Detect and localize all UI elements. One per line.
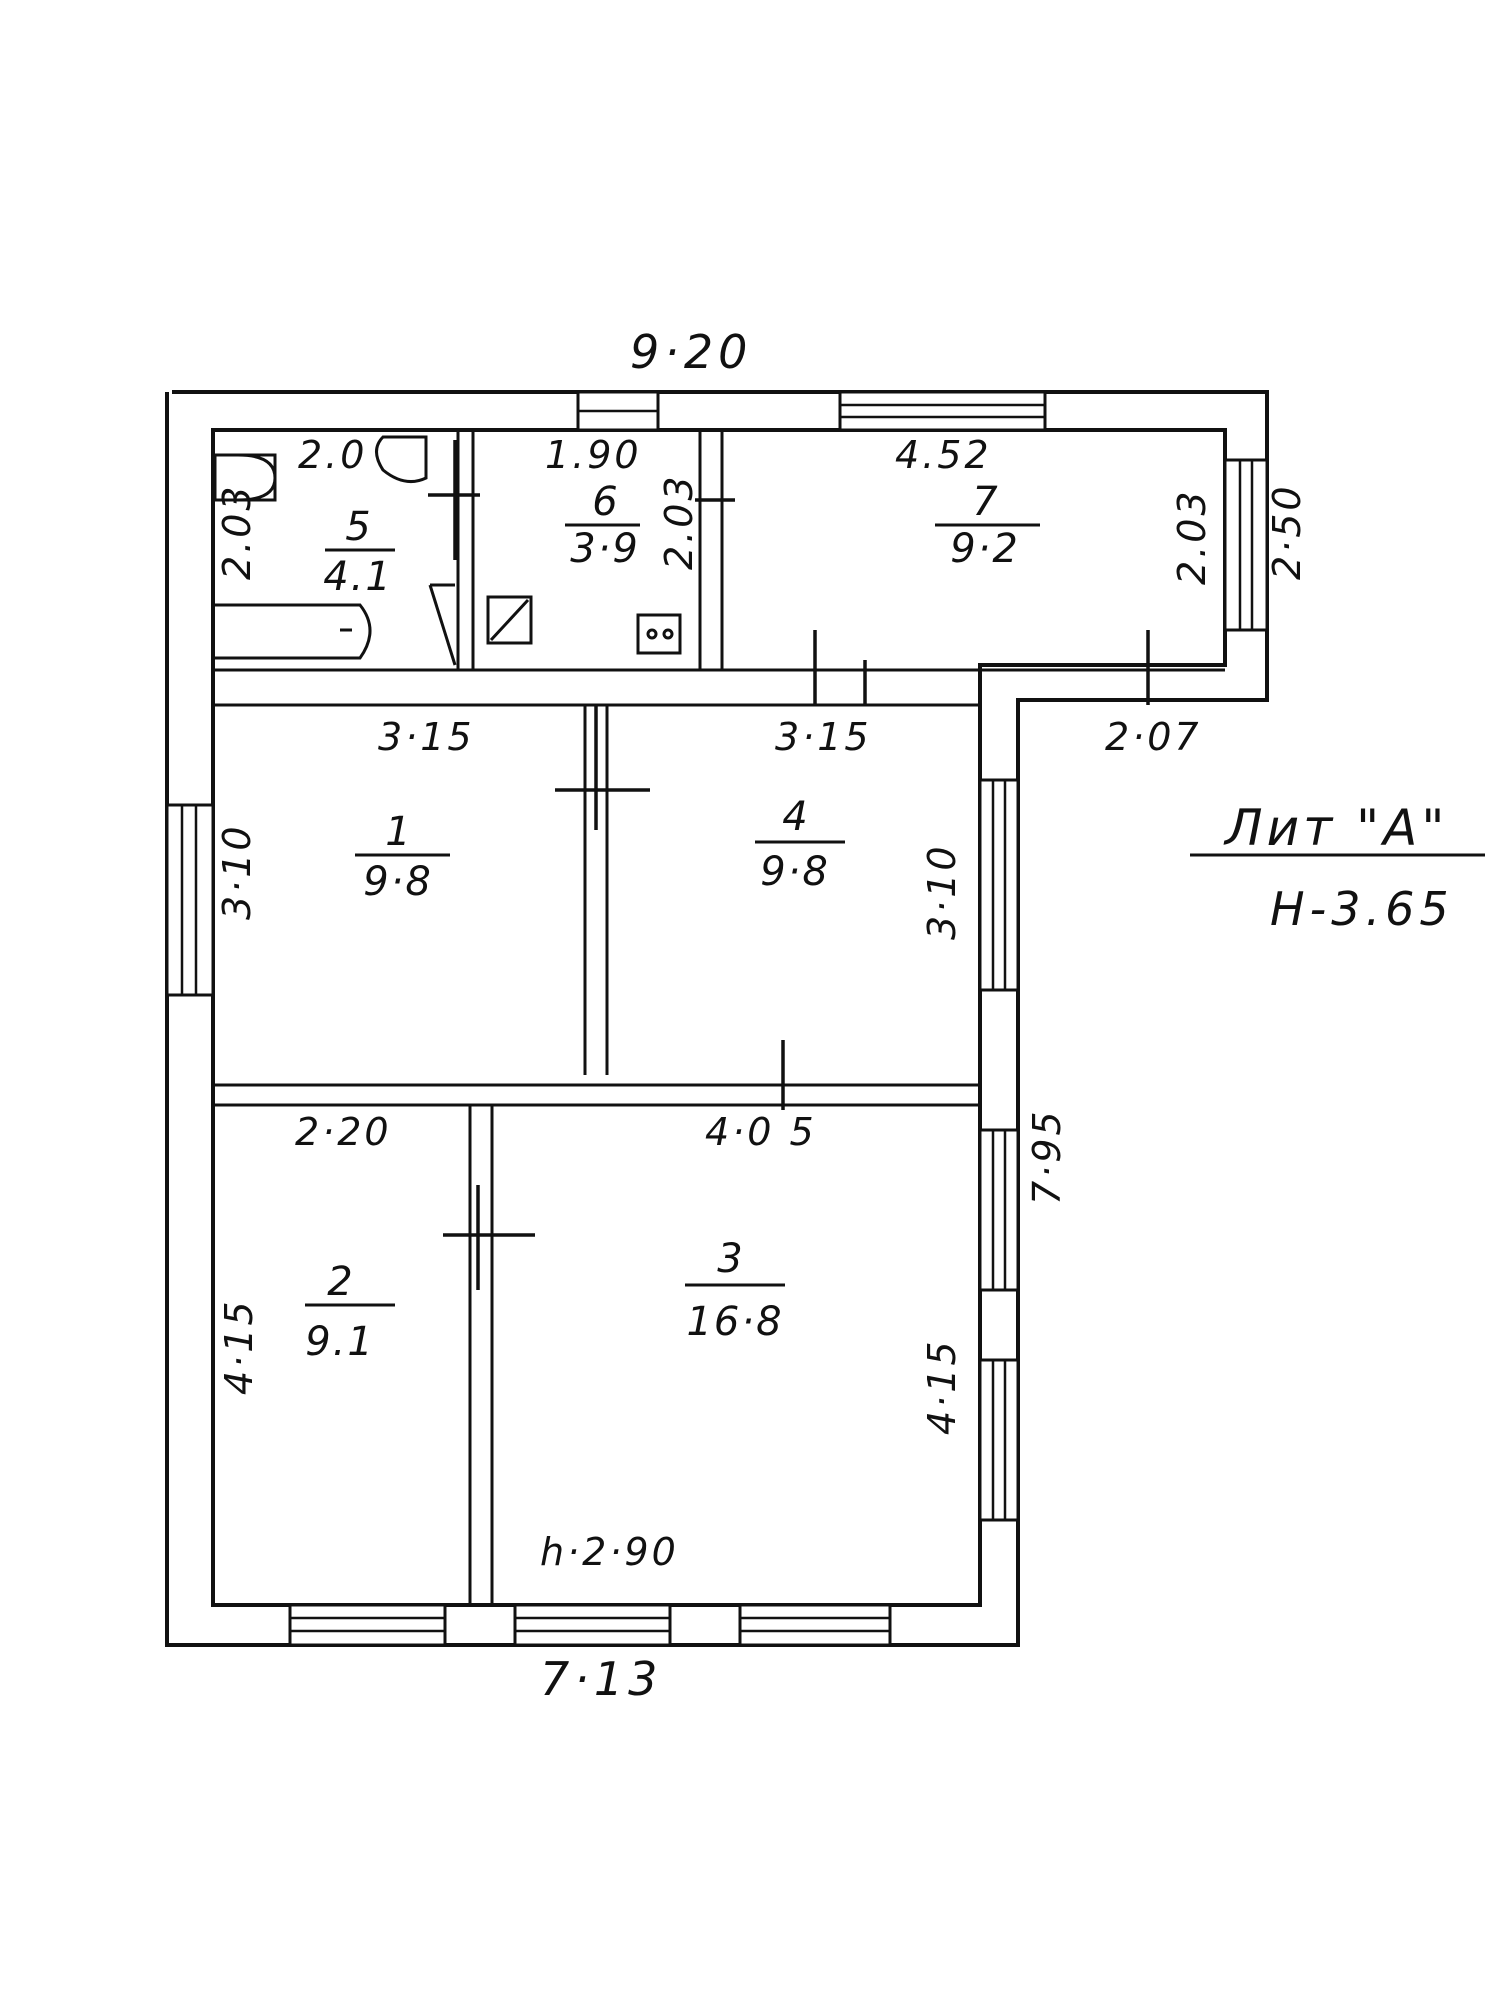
dim-r2-width: 2·20 [295, 1110, 392, 1154]
dim-r2-height: 4·15 [217, 1298, 261, 1395]
outer-walls [165, 390, 1269, 1647]
window-right-4 [978, 778, 1020, 992]
dim-r5-height: 2.03 [215, 483, 259, 580]
dim-r4-height: 3·10 [920, 843, 964, 940]
dim-r6-height: 2.03 [657, 473, 701, 570]
svg-text:6: 6 [592, 479, 617, 525]
windows [165, 390, 1269, 1647]
room-7-label: 7 9·2 [935, 479, 1040, 572]
dim-r5-width: 2.0 [298, 433, 367, 477]
window-bottom-3 [738, 1603, 892, 1647]
window-right-3a [978, 1128, 1020, 1292]
window-bottom-1 [288, 1603, 447, 1647]
overall-top-width: 9·20 [630, 325, 752, 379]
toilet-icon [375, 435, 428, 484]
dim-r1-width: 3·15 [378, 715, 475, 759]
legend-height: H-3.65 [1270, 882, 1454, 936]
room-2-label: 2 9.1 [305, 1259, 395, 1365]
doors [428, 440, 1150, 1290]
room-labels: 5 4.1 6 3·9 7 9·2 1 9·8 4 9·8 2 9.1 [305, 479, 1040, 1365]
window-right-3b [978, 1358, 1020, 1522]
legend: Лит "А" H-3.65 [1190, 799, 1485, 936]
room-3-label: 3 16·8 [685, 1236, 785, 1345]
svg-text:9·2: 9·2 [950, 526, 1020, 572]
svg-text:4: 4 [782, 794, 807, 840]
overall-dimensions: 9·20 7·13 2·50 7·95 [540, 325, 1309, 1706]
dim-r1-height: 3·10 [215, 823, 259, 920]
dim-r7-width: 4.52 [895, 433, 992, 477]
overall-bottom-width: 7·13 [540, 1652, 662, 1706]
room-4-label: 4 9·8 [755, 794, 845, 895]
boiler-icon [486, 595, 533, 645]
dim-r6-width: 1.90 [545, 433, 642, 477]
room-1-label: 1 9·8 [355, 809, 450, 905]
dim-corridor-width: 2·07 [1105, 715, 1202, 759]
room-dimensions: 2.0 2.03 1.90 2.03 4.52 2.03 3·15 3·10 3… [215, 433, 1214, 1574]
svg-text:5: 5 [345, 504, 370, 550]
room-5-label: 5 4.1 [323, 504, 395, 600]
window-right-7 [1223, 458, 1269, 632]
dim-r7-height: 2.03 [1170, 488, 1214, 585]
overall-right-height-lower: 7·95 [1025, 1108, 1069, 1205]
washbasin-icon [213, 453, 277, 502]
interior-walls [213, 430, 1225, 1605]
dim-r3-height: 4·15 [920, 1338, 964, 1435]
svg-text:3·9: 3·9 [570, 526, 640, 572]
stove-icon [636, 613, 682, 655]
ceiling-height-note: h·2·90 [540, 1530, 679, 1574]
svg-text:9·8: 9·8 [760, 849, 830, 895]
fixtures [213, 435, 682, 660]
window-top-2 [838, 390, 1047, 432]
window-bottom-2 [513, 1603, 672, 1647]
svg-text:3: 3 [717, 1236, 742, 1282]
legend-lit: Лит "А" [1223, 799, 1448, 857]
room-6-label: 6 3·9 [565, 479, 640, 572]
svg-text:9·8: 9·8 [363, 859, 433, 905]
svg-text:16·8: 16·8 [686, 1299, 783, 1345]
window-left-1 [165, 803, 215, 997]
overall-right-height-upper: 2·50 [1265, 483, 1309, 580]
dim-r4-width: 3·15 [775, 715, 872, 759]
svg-text:1: 1 [385, 809, 410, 855]
svg-text:7: 7 [972, 479, 998, 525]
svg-text:4.1: 4.1 [323, 554, 393, 600]
dim-r3-width: 4·0 5 [705, 1110, 817, 1154]
svg-text:2: 2 [327, 1259, 352, 1305]
svg-text:9.1: 9.1 [305, 1319, 375, 1365]
bathtub-icon [213, 603, 372, 660]
